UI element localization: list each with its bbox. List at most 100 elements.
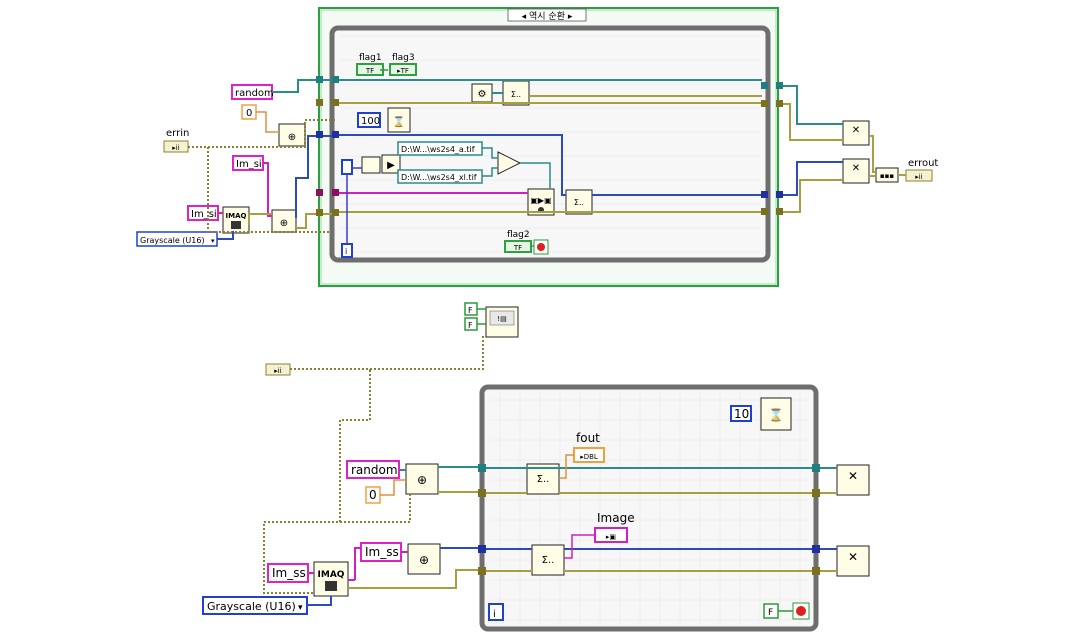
read-image-vi-1-icon: Σ..	[511, 90, 521, 99]
path-constant-a-text: D:\W...\ws2s4_a.tif	[401, 145, 475, 154]
bool-constant-3[interactable]: F	[763, 603, 779, 619]
merge-errors-vi[interactable]: ▪▪▪	[875, 167, 899, 183]
im-ss-constant-1[interactable]: Im_ss	[360, 542, 402, 562]
open-file-vi-icon: ⊕	[288, 132, 296, 143]
read-image-vi-bottom-2[interactable]: Σ..	[531, 544, 565, 576]
chevron-down-icon: ▾	[298, 603, 303, 613]
imaq-create-vi[interactable]: IMAQ	[222, 206, 250, 234]
im-si-constant-2[interactable]: Im_si	[187, 205, 219, 221]
stop-condition-bottom[interactable]	[792, 602, 810, 620]
close-file-vi-2[interactable]: ✕	[842, 158, 870, 184]
bool-constant-1-text: F	[468, 306, 473, 315]
grayscale-bottom-text: Grayscale (U16)	[207, 600, 296, 613]
flag3-label: flag3	[392, 53, 415, 63]
path-constant-a[interactable]: D:\W...\ws2s4_a.tif	[397, 141, 483, 156]
top-right-tunnels	[761, 82, 783, 215]
zero-constant-bottom-text: 0	[369, 488, 377, 502]
open-image-vi-bottom[interactable]: ⊕	[407, 543, 441, 575]
write-image-vi-icon: ▣▶▣	[530, 196, 551, 205]
im-ss-constant-1-text: Im_ss	[365, 545, 399, 559]
grayscale-dropdown[interactable]: Grayscale (U16) ▾	[136, 231, 218, 247]
flag2-indicator[interactable]: flag2 TF	[504, 230, 532, 253]
imaq-create-vi-bottom[interactable]: IMAQ	[313, 561, 349, 597]
open-image-vi-icon: ⊕	[280, 218, 288, 229]
write-image-vi[interactable]: ▣▶▣	[527, 188, 555, 216]
random-constant-bottom[interactable]: random	[346, 460, 400, 479]
wait-ms-vi-bottom[interactable]: ⌛	[760, 397, 792, 431]
errin-label: errin	[166, 128, 189, 139]
read-image-vi-bottom-2-icon: Σ..	[542, 555, 555, 566]
bool-constant-1[interactable]: F	[464, 302, 478, 316]
zero-constant-text: 0	[246, 108, 252, 119]
simple-error-handler-vi[interactable]: !▤	[485, 306, 519, 338]
chevron-down-icon: ▾	[211, 237, 215, 245]
while-loop-top[interactable]	[329, 25, 771, 263]
error-in-terminal[interactable]: ▸ii	[265, 363, 291, 376]
errin-control[interactable]: errin ▸ii	[163, 128, 189, 153]
stop-condition-top[interactable]	[533, 239, 549, 255]
svg-text:TF: TF	[365, 67, 374, 75]
svg-text:▸ii: ▸ii	[274, 367, 281, 375]
flag2-label: flag2	[507, 230, 530, 240]
bottom-left-wires	[263, 308, 486, 606]
ten-constant[interactable]: 10	[730, 405, 752, 422]
select-triangle-node[interactable]	[497, 151, 522, 175]
hundred-constant[interactable]: 100	[357, 112, 381, 128]
svg-text:▸ii: ▸ii	[172, 144, 179, 152]
select-vi-icon: ▶	[387, 160, 395, 171]
im-si-constant-1-text: Im_si	[236, 159, 262, 170]
open-file-vi[interactable]: ⊕	[278, 123, 306, 147]
metronome-icon: ⌛	[393, 115, 405, 128]
flag3-indicator[interactable]: flag3 ▸TF	[389, 53, 417, 76]
imaq-create-text: IMAQ	[226, 212, 247, 220]
metronome-icon: ⌛	[769, 408, 784, 422]
zero-constant[interactable]: 0	[241, 104, 257, 120]
imaq-create-bottom-text: IMAQ	[318, 570, 345, 580]
fout-label: fout	[576, 431, 600, 445]
gear-icon: ⚙	[478, 89, 487, 100]
flag1-indicator[interactable]: flag1 TF	[356, 53, 384, 76]
close-file-vi-bottom[interactable]: ✕	[836, 464, 870, 496]
select-vi[interactable]: ▶	[361, 154, 401, 174]
image-label: Image	[597, 511, 635, 525]
close-file-vi-1[interactable]: ✕	[842, 120, 870, 146]
bottom-diagram: F F !▤ ▸ii random 0	[202, 302, 870, 632]
im-ss-constant-2[interactable]: Im_ss	[267, 563, 309, 583]
flag1-label: flag1	[359, 53, 382, 63]
while-loop-bottom[interactable]	[479, 384, 819, 632]
read-image-vi-2[interactable]: Σ..	[565, 189, 593, 215]
top-right-wires	[783, 85, 906, 213]
dispose-image-vi-bottom[interactable]: ✕	[836, 545, 870, 577]
read-image-vi-1[interactable]: Σ..	[502, 80, 530, 106]
wait-ms-vi[interactable]: ⌛	[387, 107, 411, 133]
bottom-inner-wires	[486, 454, 812, 612]
bottom-right-wires	[820, 467, 837, 572]
random-constant[interactable]: random	[231, 84, 274, 100]
stop-icon	[796, 606, 806, 616]
svg-text:TF: TF	[513, 244, 522, 252]
svg-text:▸TF: ▸TF	[397, 67, 409, 75]
open-image-vi-bottom-icon: ⊕	[419, 553, 429, 567]
im-si-constant-1[interactable]: Im_si	[232, 155, 264, 171]
zero-constant-bottom[interactable]: 0	[365, 486, 381, 504]
svg-text:▸ii: ▸ii	[915, 173, 922, 181]
bool-constant-3-text: F	[768, 608, 773, 618]
read-image-vi-bottom-1-icon: Σ..	[537, 474, 550, 485]
open-image-vi[interactable]: ⊕	[271, 209, 297, 233]
open-file-vi-bottom[interactable]: ⊕	[405, 463, 439, 495]
close-icon: ✕	[848, 550, 858, 564]
fout-indicator[interactable]: fout ▸DBL	[573, 431, 605, 463]
close-icon: ✕	[852, 125, 860, 136]
close-icon: ✕	[848, 469, 858, 483]
bool-constant-2[interactable]: F	[464, 317, 478, 331]
im-ss-constant-2-text: Im_ss	[272, 566, 306, 580]
loop-iteration-top-text: i	[345, 247, 347, 256]
grayscale-dropdown-bottom[interactable]: Grayscale (U16) ▾	[202, 596, 308, 615]
random-constant-text: random	[235, 88, 274, 99]
path-constant-b-text: D:\W...\ws2s4_xl.tif	[401, 173, 477, 182]
errout-indicator[interactable]: errout ▸ii	[905, 158, 938, 182]
path-constant-b[interactable]: D:\W...\ws2s4_xl.tif	[397, 169, 483, 184]
im-si-constant-2-text: Im_si	[191, 209, 217, 220]
property-node-vi[interactable]: ⚙	[471, 83, 493, 103]
random-constant-bottom-text: random	[351, 463, 398, 477]
